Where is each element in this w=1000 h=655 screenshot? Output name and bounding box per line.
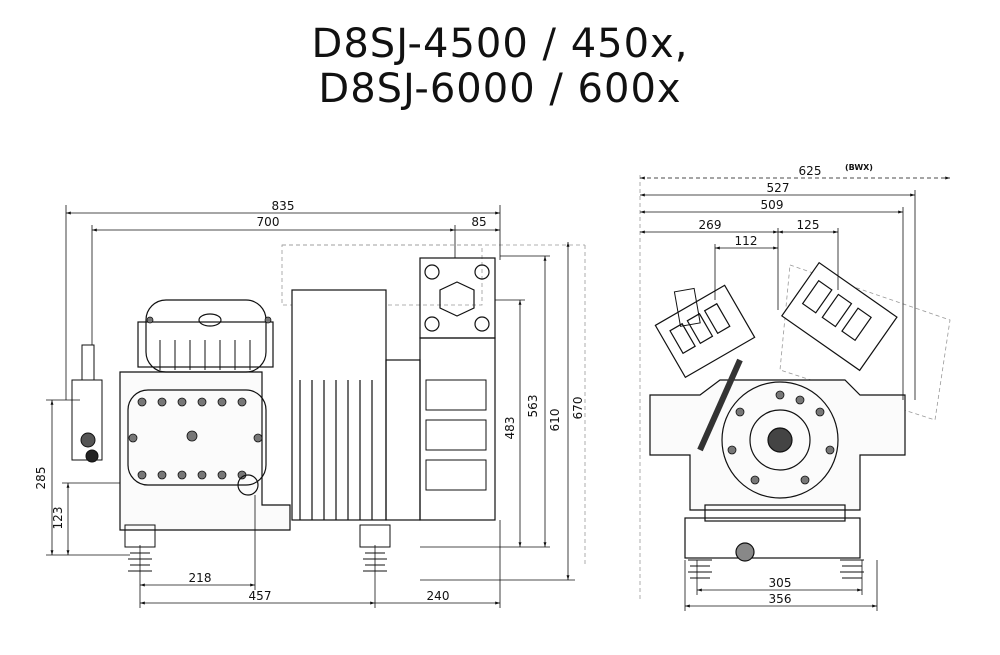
dim-125: 125 (797, 218, 820, 232)
dim-610: 610 (548, 409, 562, 432)
dim-112: 112 (735, 234, 758, 248)
dim-218: 218 (189, 571, 212, 585)
tb-hex-nut (439, 281, 475, 317)
dim-483: 483 (503, 417, 517, 440)
title-line-1: D8SJ-4500 / 450x, (311, 21, 689, 67)
right-cylinder-bank (780, 261, 898, 372)
side-dimension-labels: 835 700 85 670 610 563 483 285 123 218 4… (34, 199, 585, 603)
motor-end (385, 359, 421, 521)
motor-fins (299, 380, 373, 520)
drain-port (237, 474, 259, 496)
front-springs (688, 559, 864, 579)
left-cylinder-bank (654, 284, 756, 379)
front-base-plate (704, 504, 846, 522)
cylinder-head-cover (127, 389, 267, 486)
motor-housing (291, 289, 387, 521)
suction-valve (71, 344, 103, 463)
front-view (639, 175, 951, 600)
dim-269: 269 (699, 218, 722, 232)
front-dimension-lines (640, 176, 950, 611)
compressor-housing (119, 371, 291, 531)
front-flange (721, 381, 839, 499)
dim-509: 509 (761, 198, 784, 212)
bwx-note: (BWX) (845, 163, 873, 172)
dim-625: 625 (799, 164, 822, 178)
tb-bolt-4 (474, 316, 490, 332)
dim-527: 527 (767, 181, 790, 195)
front-phantom (639, 175, 951, 600)
front-base (684, 517, 861, 559)
electric-box (419, 337, 496, 521)
title-line-2: D8SJ-6000 / 600x (318, 66, 682, 112)
oil-port (735, 542, 755, 562)
head-bolts (128, 316, 272, 480)
dim-835: 835 (272, 199, 295, 213)
top-cover (145, 299, 267, 373)
tb-bolt-2 (474, 264, 490, 280)
dim-700: 700 (257, 215, 280, 229)
top-port (198, 313, 222, 327)
tb-bolt-3 (424, 316, 440, 332)
dim-240: 240 (427, 589, 450, 603)
front-dimension-labels: 625 (BWX) 527 509 269 125 112 305 356 (699, 163, 873, 606)
flange-bolts (727, 390, 835, 485)
dim-356: 356 (769, 592, 792, 606)
dim-285: 285 (34, 467, 48, 490)
dim-123: 123 (51, 507, 65, 530)
feet (124, 524, 391, 572)
front-hub (749, 409, 811, 471)
side-dimension-lines (46, 205, 575, 608)
side-view (71, 244, 586, 572)
dim-305: 305 (769, 576, 792, 590)
front-valve (673, 287, 743, 452)
dim-85: 85 (471, 215, 486, 229)
top-fins (159, 340, 251, 370)
electric-box-slots (425, 379, 487, 491)
tb-bolt-1 (424, 264, 440, 280)
dim-670: 670 (571, 397, 585, 420)
dim-457: 457 (249, 589, 272, 603)
dim-563: 563 (526, 395, 540, 418)
terminal-box (419, 257, 496, 339)
shaft (767, 427, 793, 453)
